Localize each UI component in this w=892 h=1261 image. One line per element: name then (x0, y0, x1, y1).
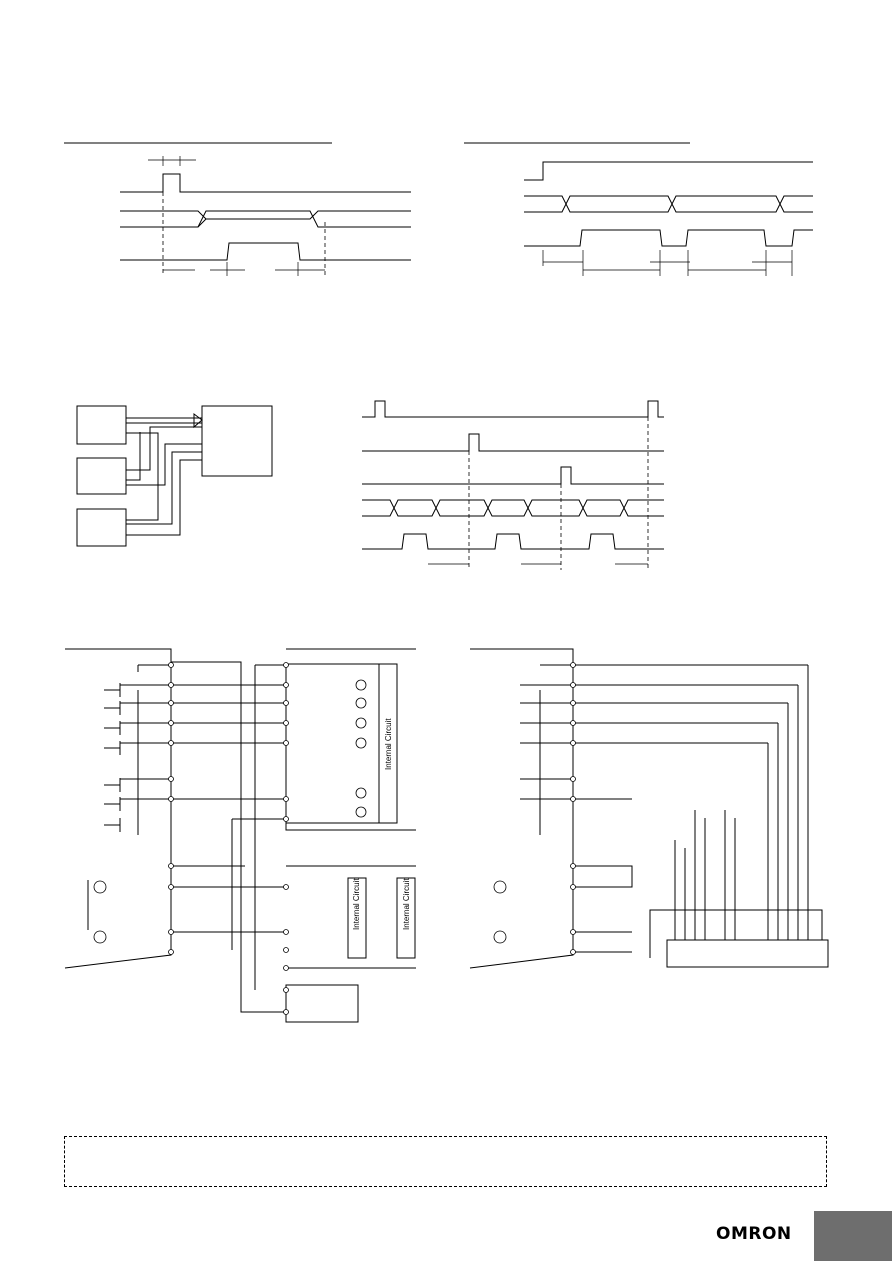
wiring-diagram-right (469, 648, 829, 969)
wiring-diagram-left (64, 648, 416, 1023)
multi-unit-timing-chart (362, 400, 664, 570)
brand-logo: OMRON (716, 1224, 792, 1244)
page-tab (814, 1211, 892, 1261)
internal-circuit-label: Internal Circuit (352, 878, 361, 930)
note-box (64, 1136, 827, 1187)
timing-chart-right (464, 142, 813, 276)
internal-circuit-label: Internal Circuit (402, 878, 411, 930)
multi-unit-block-diagram (76, 405, 273, 547)
timing-chart-left (64, 142, 411, 276)
internal-circuit-label: Internal Circuit (384, 718, 393, 770)
